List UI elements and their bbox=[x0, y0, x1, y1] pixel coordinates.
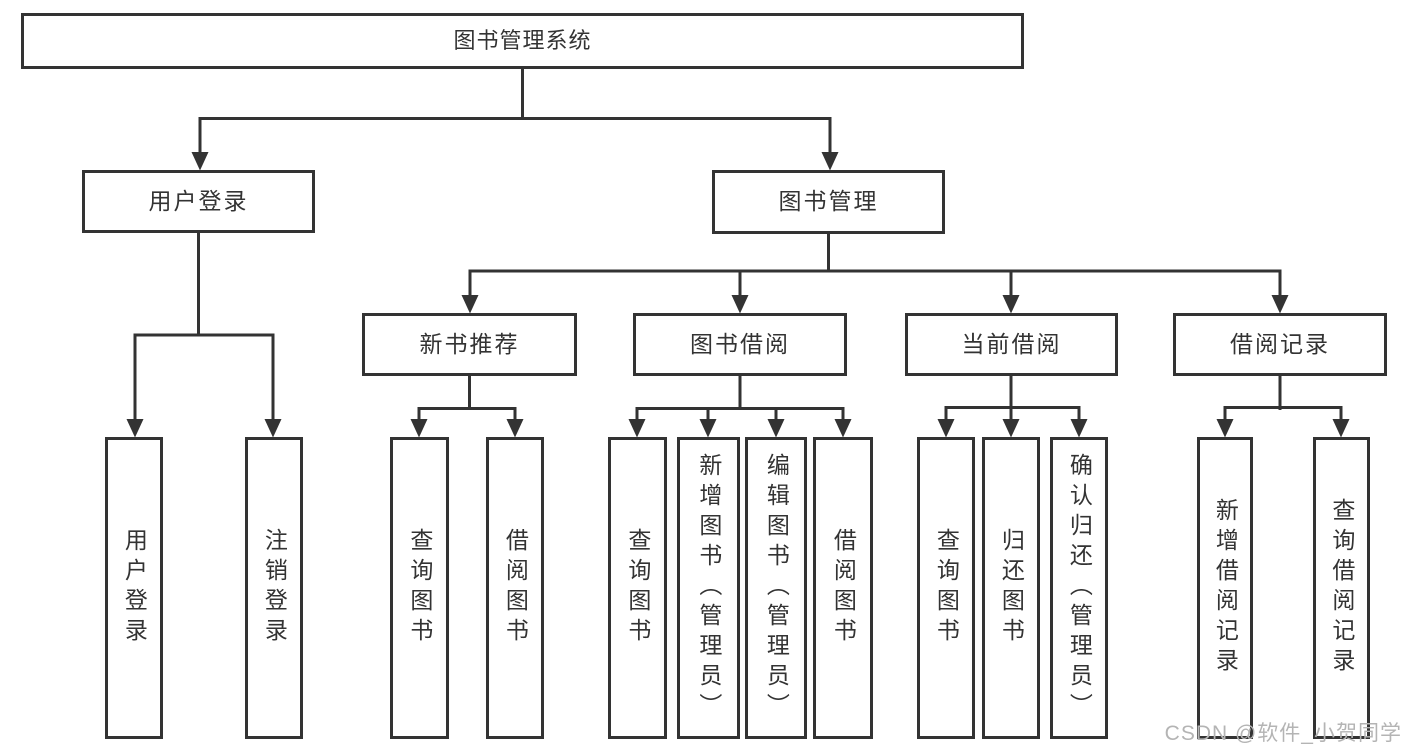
node-book-management-label: 图书管理 bbox=[778, 188, 879, 215]
leaf-records-query-record: 查询借阅记录 bbox=[1313, 437, 1370, 739]
connector-new-book-recommend-to-children bbox=[410, 375, 524, 438]
leaf-borrow-query-books-label: 查询图书 bbox=[624, 528, 651, 648]
leaf-current-return-books: 归还图书 bbox=[982, 437, 1040, 739]
node-current-borrow: 当前借阅 bbox=[905, 313, 1118, 376]
node-new-book-recommend: 新书推荐 bbox=[362, 313, 577, 376]
leaf-borrow-edit-books-admin-label: 编辑图书（管理员） bbox=[763, 453, 790, 723]
connector-book-borrow-to-children bbox=[628, 375, 852, 438]
connector-borrow-records-to-children bbox=[1216, 375, 1350, 438]
node-book-management: 图书管理 bbox=[712, 170, 945, 234]
connector-book-management-to-children bbox=[461, 233, 1289, 314]
leaf-records-add-record-label: 新增借阅记录 bbox=[1212, 498, 1239, 678]
node-book-borrow-label: 图书借阅 bbox=[690, 330, 790, 357]
node-borrow-records: 借阅记录 bbox=[1173, 313, 1387, 376]
leaf-recommend-query-books: 查询图书 bbox=[390, 437, 449, 739]
connector-current-borrow-to-children bbox=[937, 375, 1088, 438]
leaf-current-query-books-label: 查询图书 bbox=[933, 528, 960, 648]
leaf-borrow-edit-books-admin: 编辑图书（管理员） bbox=[745, 437, 807, 739]
leaf-user-login: 用户登录 bbox=[105, 437, 163, 739]
leaf-recommend-borrow-books: 借阅图书 bbox=[486, 437, 544, 739]
node-root: 图书管理系统 bbox=[21, 13, 1024, 69]
leaf-current-query-books: 查询图书 bbox=[917, 437, 975, 739]
leaf-borrow-borrow-books-label: 借阅图书 bbox=[830, 528, 857, 648]
node-user-login-label: 用户登录 bbox=[148, 187, 249, 214]
leaf-recommend-borrow-books-label: 借阅图书 bbox=[502, 528, 529, 648]
leaf-borrow-add-books-admin: 新增图书（管理员） bbox=[677, 437, 740, 739]
leaf-records-query-record-label: 查询借阅记录 bbox=[1328, 498, 1355, 678]
leaf-current-confirm-return-admin-label: 确认归还（管理员） bbox=[1066, 453, 1093, 723]
connector-root-to-level2 bbox=[191, 68, 839, 171]
leaf-logout-label: 注销登录 bbox=[261, 528, 288, 648]
leaf-logout: 注销登录 bbox=[245, 437, 303, 739]
node-borrow-records-label: 借阅记录 bbox=[1230, 330, 1330, 357]
leaf-current-return-books-label: 归还图书 bbox=[998, 528, 1025, 648]
node-root-label: 图书管理系统 bbox=[453, 27, 592, 53]
connector-user-login-to-children bbox=[126, 232, 282, 438]
leaf-recommend-query-books-label: 查询图书 bbox=[406, 528, 433, 648]
leaf-user-login-label: 用户登录 bbox=[121, 528, 148, 648]
leaf-records-add-record: 新增借阅记录 bbox=[1197, 437, 1253, 739]
leaf-borrow-add-books-admin-label: 新增图书（管理员） bbox=[695, 453, 722, 723]
node-new-book-recommend-label: 新书推荐 bbox=[419, 330, 520, 357]
node-user-login: 用户登录 bbox=[82, 170, 315, 233]
csdn-watermark: CSDN @软件_小贺同学 bbox=[1164, 722, 1402, 745]
leaf-borrow-borrow-books: 借阅图书 bbox=[813, 437, 873, 739]
leaf-current-confirm-return-admin: 确认归还（管理员） bbox=[1050, 437, 1108, 739]
node-current-borrow-label: 当前借阅 bbox=[961, 330, 1062, 357]
node-book-borrow: 图书借阅 bbox=[633, 313, 847, 376]
leaf-borrow-query-books: 查询图书 bbox=[608, 437, 667, 739]
